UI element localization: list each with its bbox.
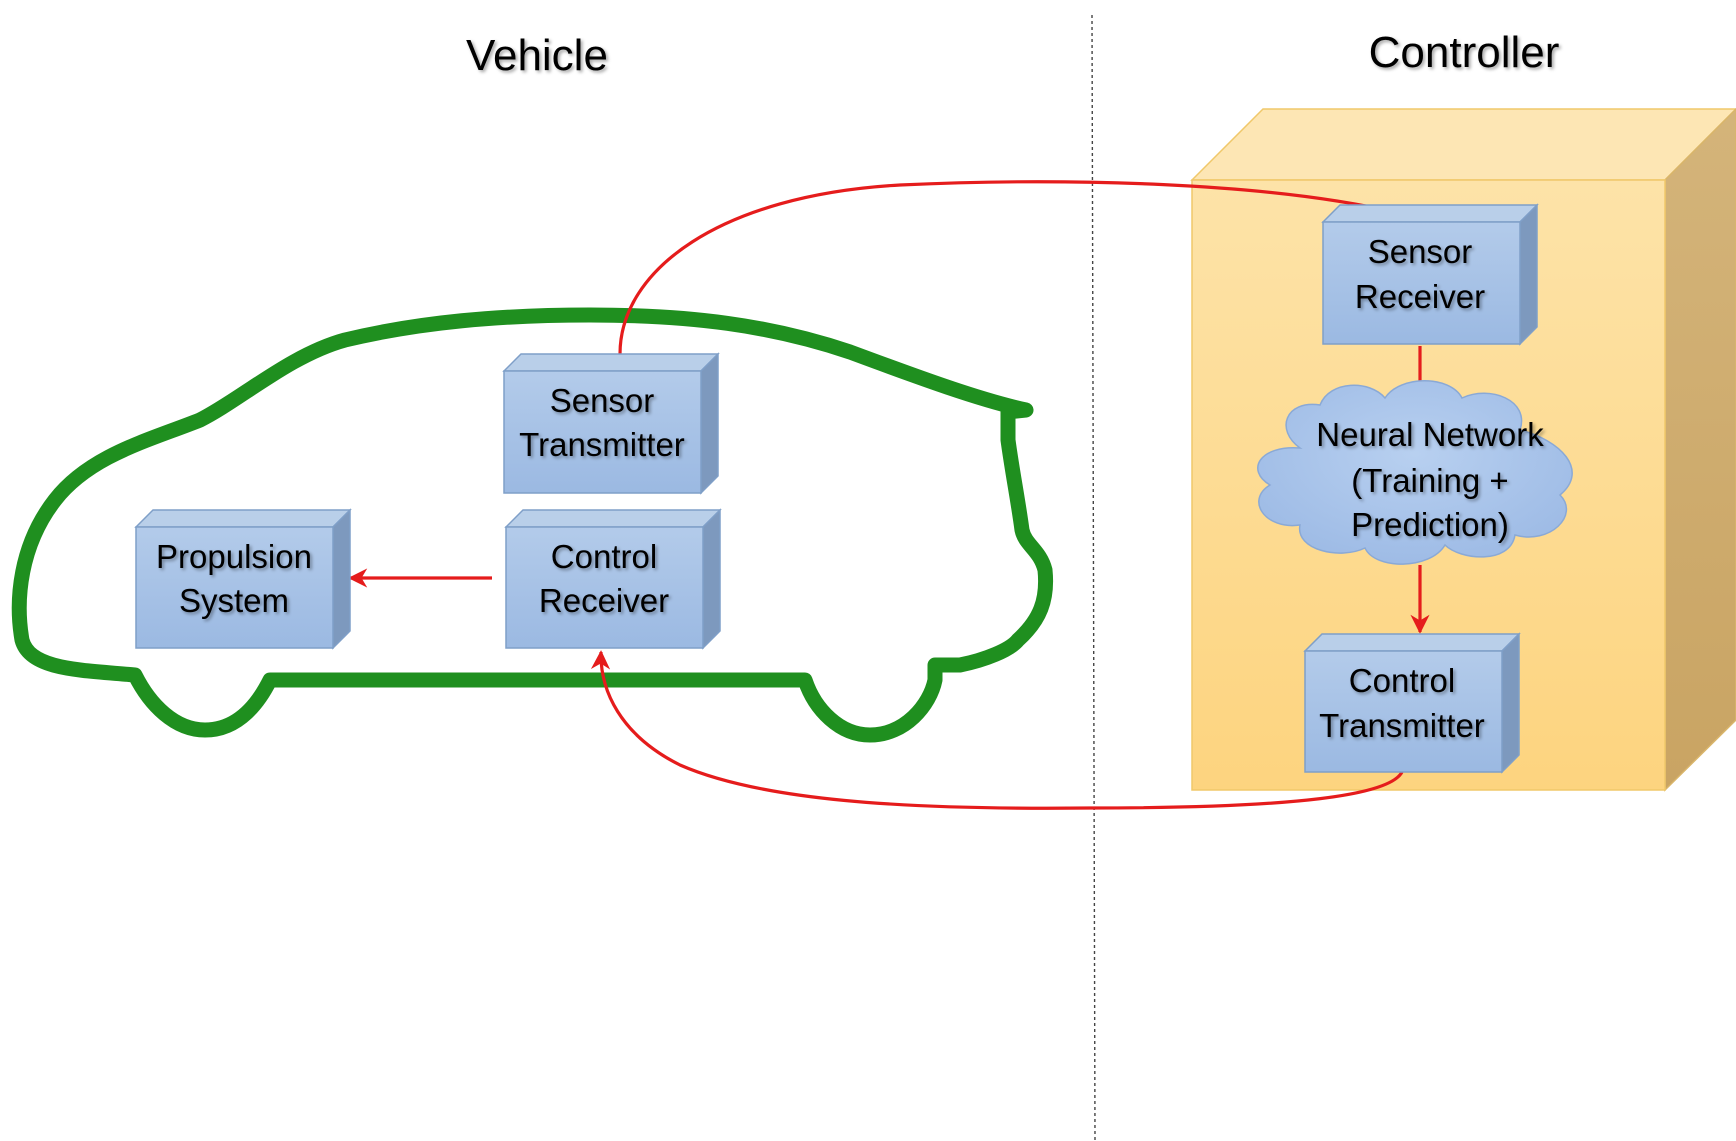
vehicle-section-title: Vehicle [466, 31, 608, 80]
car-outline-icon [11, 307, 1054, 743]
propulsion-system-box: Propulsion System [134, 508, 352, 650]
sensor-transmitter-box: Sensor Transmitter [502, 352, 720, 495]
neural-network-line2: (Training + [1351, 462, 1508, 499]
section-divider [1091, 14, 1096, 1141]
propulsion-system-line2: System [179, 582, 289, 619]
neural-network-cloud: Neural Network (Training + Prediction) [1257, 380, 1573, 565]
sensor-receiver-line1: Sensor [1368, 233, 1473, 270]
sensor-receiver-box: Sensor Receiver [1321, 203, 1539, 346]
control-receiver-line2: Receiver [539, 582, 669, 619]
neural-network-line1: Neural Network [1316, 416, 1544, 453]
neural-network-line3: Prediction) [1351, 506, 1509, 543]
control-transmitter-line2: Transmitter [1319, 707, 1485, 744]
sensor-receiver-line2: Receiver [1355, 278, 1485, 315]
control-receiver-line1: Control [551, 538, 657, 575]
sensor-transmitter-line2: Transmitter [519, 426, 685, 463]
control-receiver-box: Control Receiver [504, 508, 722, 650]
propulsion-system-line1: Propulsion [156, 538, 312, 575]
control-downlink-arrow [590, 650, 1404, 810]
controller-section-title: Controller [1369, 28, 1560, 77]
sensor-transmitter-line1: Sensor [550, 382, 655, 419]
control-transmitter-line1: Control [1349, 662, 1455, 699]
sensor-uplink-arrow [618, 180, 1420, 355]
control-transmitter-box: Control Transmitter [1303, 632, 1521, 774]
